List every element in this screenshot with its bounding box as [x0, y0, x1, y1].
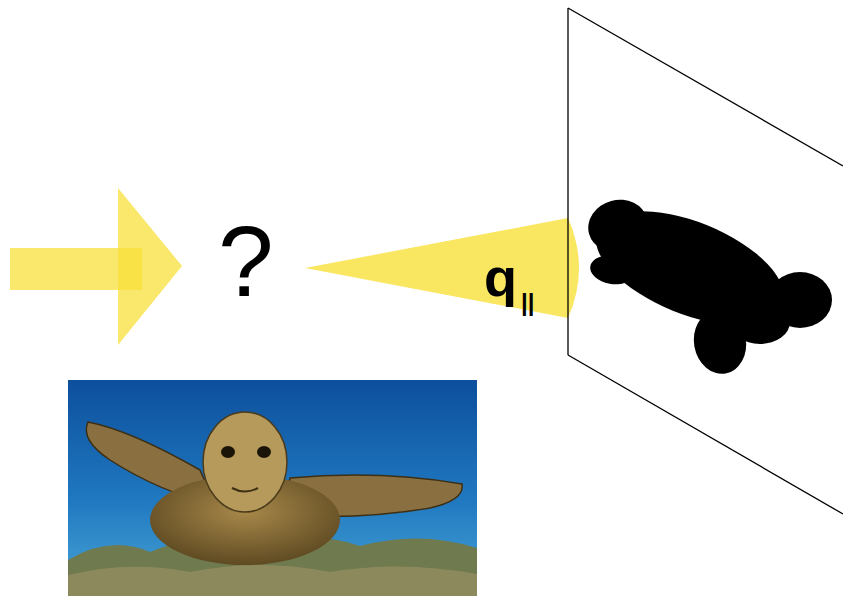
screen-edge [568, 355, 843, 514]
scattered-cone [305, 218, 579, 318]
detector-screen [568, 8, 843, 514]
silhouette-flipper [588, 252, 636, 287]
unknown-object: ? [218, 211, 274, 311]
photo-head [203, 412, 287, 512]
photo-water [68, 380, 477, 596]
screen-edge [568, 8, 843, 166]
turtle-photo [68, 380, 477, 596]
photo-eye [221, 446, 235, 458]
vector-symbol: q [484, 250, 517, 304]
silhouette-body [580, 188, 800, 348]
screen-edge [567, 8, 568, 355]
turtle-silhouette [580, 188, 832, 378]
beam-head [118, 188, 182, 345]
silhouette-head [582, 193, 653, 259]
photo-eye [257, 446, 271, 458]
photo-reef [68, 565, 477, 596]
photo-mouth [232, 488, 258, 492]
vector-subscript: || [521, 291, 534, 315]
silhouette-flipper [730, 300, 790, 344]
incident-beam [10, 188, 182, 345]
